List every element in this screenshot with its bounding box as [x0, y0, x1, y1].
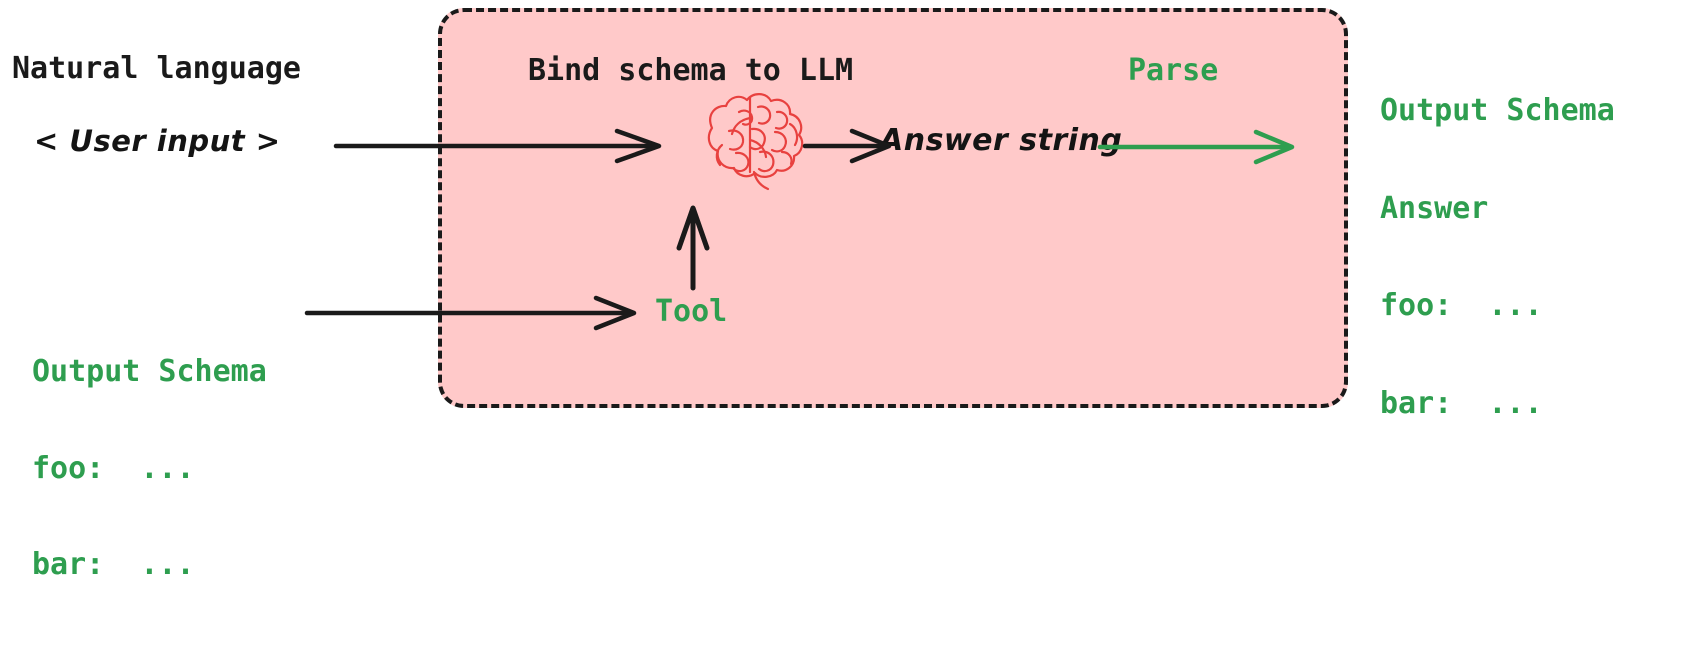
user-input-text: < User input > — [34, 124, 281, 158]
llm-panel — [438, 8, 1348, 408]
schema-output-heading: Output Schema — [1380, 93, 1615, 128]
parse-label: Parse — [1128, 53, 1219, 88]
schema-output-block: Output Schema Answer foo: ... bar: ... — [1380, 32, 1615, 482]
panel-title: Bind schema to LLM — [528, 53, 854, 88]
schema-output-field-foo: foo: ... — [1380, 288, 1543, 323]
schema-input-field-bar: bar: ... — [32, 547, 195, 583]
schema-input-block: Output Schema foo: ... bar: ... — [32, 294, 267, 644]
schema-input-field-foo: foo: ... — [32, 450, 195, 486]
natural-language-heading: Natural language — [12, 51, 301, 86]
schema-output-field-bar: bar: ... — [1380, 385, 1543, 421]
schema-input-heading: Output Schema — [32, 354, 267, 389]
diagram-canvas: Natural language < User input > Output S… — [12, 8, 1615, 582]
tool-label: Tool — [655, 294, 728, 329]
answer-string-label: Answer string — [880, 123, 1123, 158]
schema-output-subheading: Answer — [1380, 190, 1489, 226]
